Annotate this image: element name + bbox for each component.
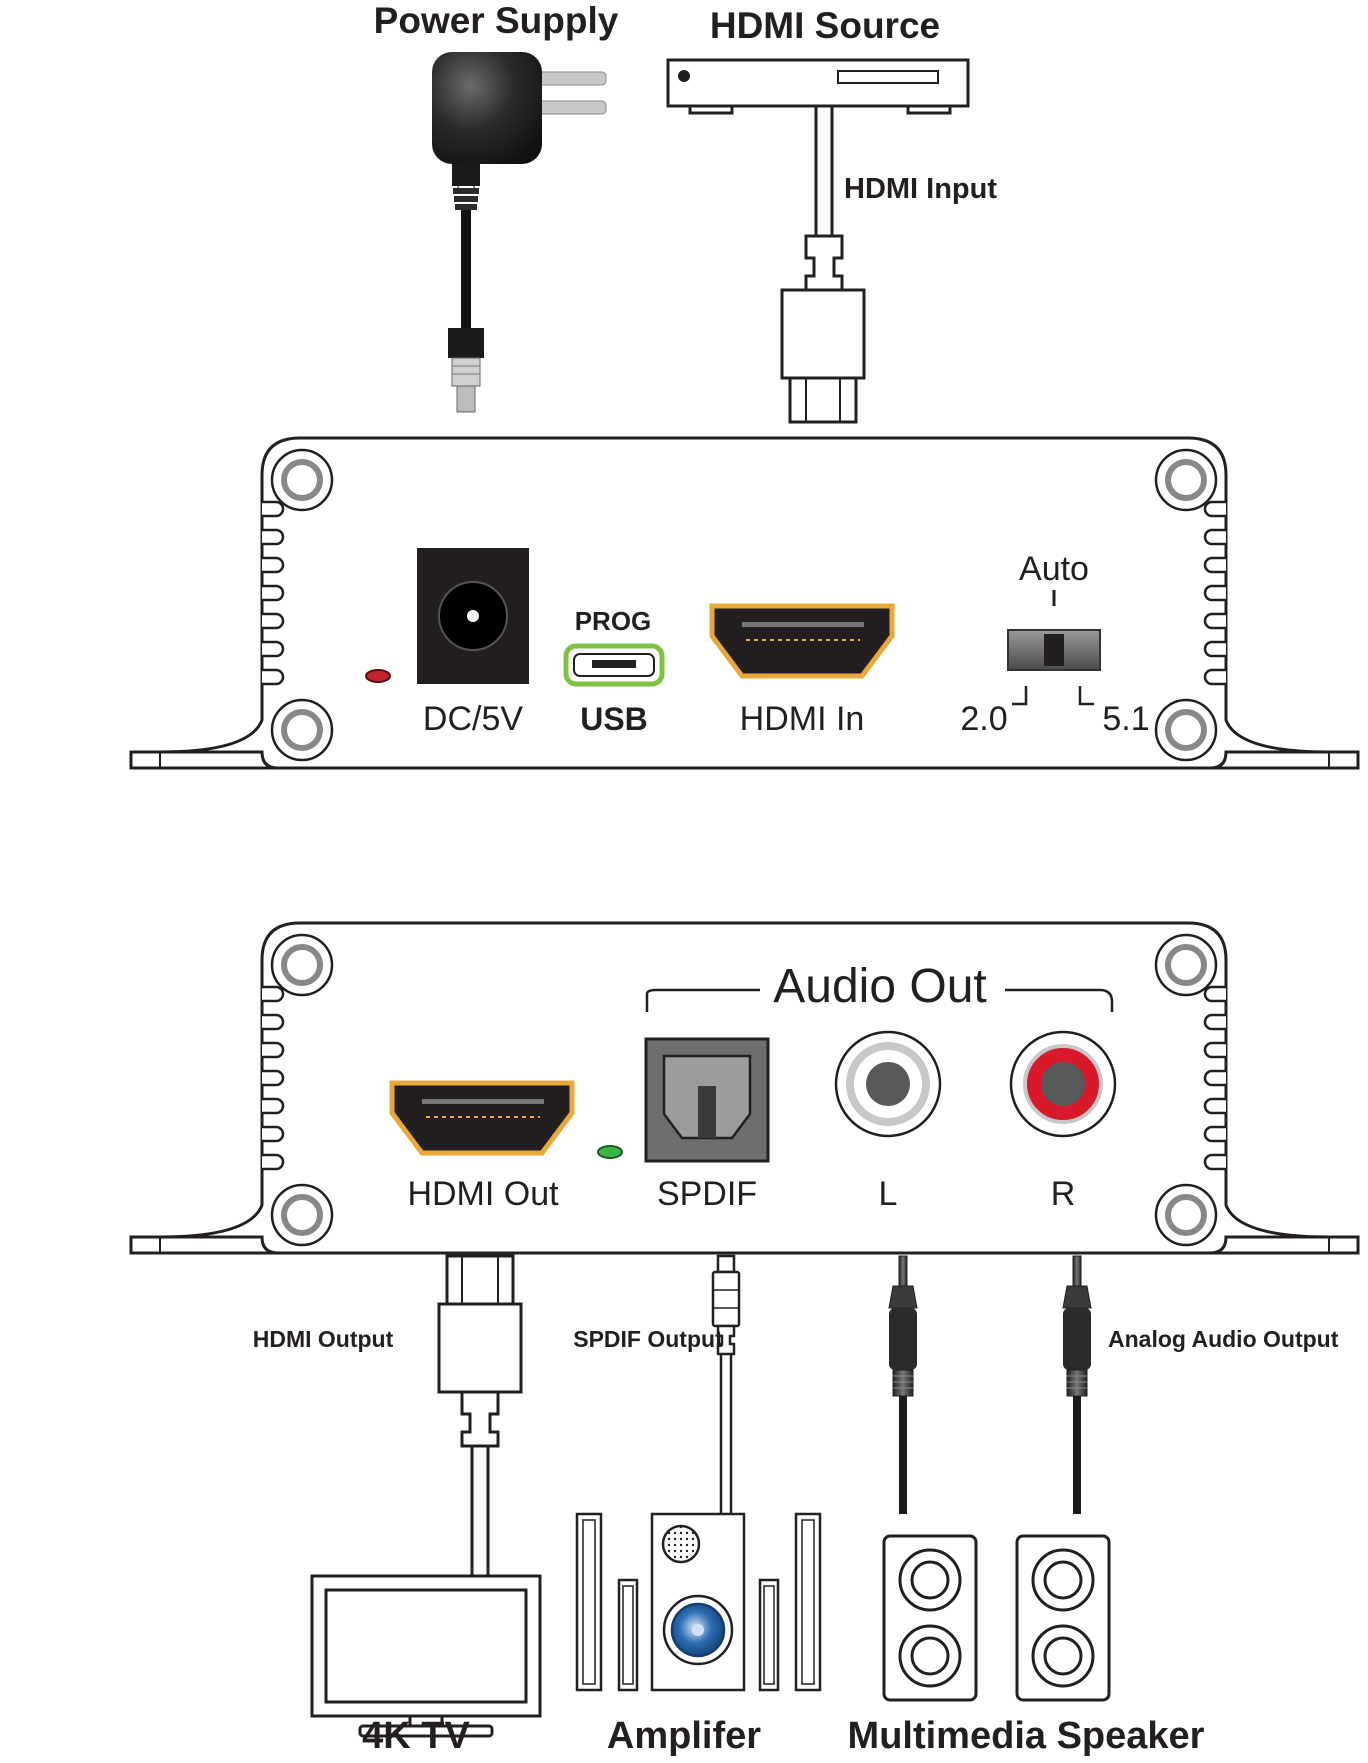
hdmi-output-label: HDMI Output — [253, 1326, 394, 1352]
rca-left-port — [834, 1030, 942, 1138]
speaker-icon — [882, 1534, 978, 1702]
spdif-port — [644, 1037, 770, 1163]
speaker-icon — [1015, 1534, 1111, 1702]
amplifier-label: Amplifer — [607, 1715, 761, 1757]
prog-label: PROG — [575, 606, 652, 636]
dc-power-port — [417, 548, 529, 684]
usb-port-label: USB — [580, 701, 648, 737]
rca-right-port — [1009, 1030, 1117, 1138]
hdmi-source-label: HDMI Source — [710, 5, 940, 46]
auto-mode-label: Auto — [1019, 550, 1089, 588]
audio-jack-icon — [888, 1255, 918, 1514]
power-led — [365, 669, 391, 683]
hdmi-in-label: HDMI In — [740, 700, 865, 738]
power-adapter-icon — [432, 52, 607, 413]
audio-jack-icon — [1062, 1255, 1092, 1514]
hdmi-source-icon — [666, 58, 970, 115]
tv-icon — [310, 1574, 542, 1738]
analog-audio-output-label: Analog Audio Output — [1108, 1326, 1339, 1352]
input-panel — [129, 436, 1360, 770]
audio-out-label: Audio Out — [773, 960, 986, 1013]
hdmi-input-cable — [780, 106, 866, 424]
signal-led — [597, 1145, 623, 1159]
dc-port-label: DC/5V — [423, 700, 523, 738]
hdmi-in-port — [709, 603, 895, 679]
power-supply-label: Power Supply — [374, 0, 619, 41]
hdmi-out-label: HDMI Out — [407, 1175, 559, 1213]
left-channel-label: L — [879, 1175, 898, 1213]
spdif-plug-icon — [711, 1254, 741, 1514]
screw-icon — [270, 933, 1218, 1247]
usb-port — [563, 643, 665, 687]
mode-20-label: 2.0 — [960, 700, 1007, 738]
hdmi-connector-icon — [437, 1254, 523, 1576]
spdif-label: SPDIF — [657, 1175, 757, 1213]
right-channel-label: R — [1051, 1175, 1076, 1213]
speaker-label: Multimedia Speaker — [848, 1715, 1205, 1757]
spdif-output-label: SPDIF Output — [573, 1326, 723, 1352]
amplifier-icon — [575, 1512, 822, 1692]
audio-mode-switch — [1007, 629, 1101, 671]
tv-label: 4K TV — [362, 1715, 470, 1757]
hdmi-out-port — [389, 1080, 575, 1156]
mode-51-label: 5.1 — [1102, 700, 1149, 738]
screw-icon — [270, 448, 1218, 762]
hdmi-input-label: HDMI Input — [844, 173, 997, 205]
